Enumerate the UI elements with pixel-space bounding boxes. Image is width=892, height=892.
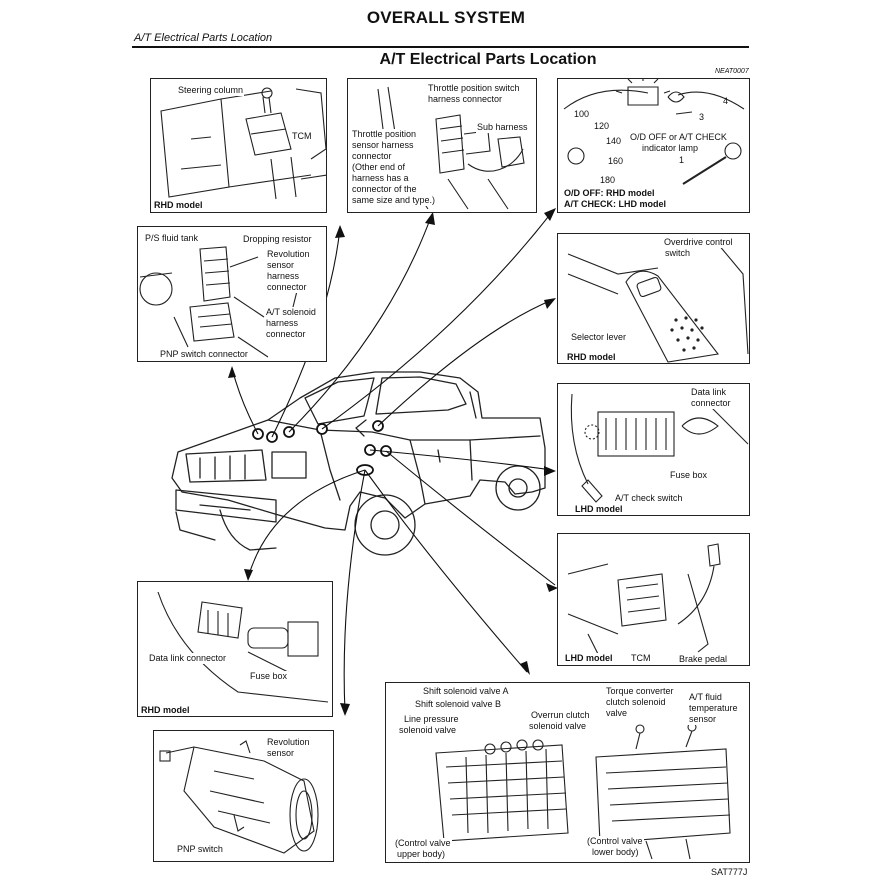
label-indicator-lamp-line1: O/D OFF or A/T CHECK	[629, 132, 728, 143]
selector-lever-illustration	[567, 243, 749, 363]
label-line: A/T solenoid	[266, 307, 316, 317]
label-dropping-resistor: Dropping resistor	[242, 234, 313, 245]
label-overrun-clutch-line2: solenoid valve	[528, 721, 588, 732]
section-subtitle: A/T Electrical Parts Location	[134, 32, 273, 44]
model-label: LHD model	[574, 504, 624, 515]
model-label: RHD model	[140, 705, 191, 716]
note-at-check: A/T CHECK: LHD model	[564, 199, 666, 209]
section-title: OVERALL SYSTEM	[366, 8, 526, 27]
label-line: connector	[267, 282, 307, 292]
page-title: A/T Electrical Parts Location	[379, 51, 597, 68]
label-revolution-sensor-line1: Revolution	[266, 737, 311, 748]
label-tcm: TCM	[291, 131, 313, 142]
reference-code-top: NEAT0007	[715, 68, 749, 75]
tcm-brake-illustration	[567, 543, 721, 663]
panel-data-link-rhd: Data link connector Fuse box RHD model	[137, 581, 333, 717]
label-overdrive-switch-line1: Overdrive control	[663, 237, 734, 248]
label-line: valve	[606, 708, 628, 718]
note-od-off: O/D OFF: RHD model	[564, 188, 655, 198]
label-overrun-clutch-line1: Overrun clutch	[530, 710, 591, 721]
label-line: same size and type.)	[352, 195, 436, 205]
gauge-tick: 1	[679, 155, 685, 165]
gauge-tick: 3	[699, 112, 705, 122]
label-tps-connector-line2: harness connector	[428, 94, 503, 104]
fuse-box-lhd-illustration	[570, 393, 749, 503]
panel-combination-meter: 100 120 140 160 180 3 4 1 O/D OFF or A/T…	[557, 78, 750, 213]
reference-code-bottom: SAT777J	[711, 867, 748, 877]
gauge-tick: 160	[608, 156, 624, 166]
engine-compartment-illustration	[139, 246, 299, 358]
label-steering-column: Steering column	[177, 85, 245, 96]
label-line: Throttle position	[352, 129, 417, 139]
label-data-link-line2: connector	[690, 398, 732, 409]
label-line: Torque converter	[606, 686, 674, 696]
label-indicator-lamp-line2: indicator lamp	[641, 143, 700, 154]
label-lower-body-line1: (Control valve	[586, 836, 644, 847]
fuse-box-rhd-illustration	[157, 591, 329, 703]
label-selector-lever: Selector lever	[570, 332, 628, 343]
label-line: sensor	[689, 714, 717, 724]
panel-steering-column-tcm: Steering column TCM RHD model	[150, 78, 327, 213]
label-line: clutch solenoid	[606, 697, 666, 707]
panel-throttle-position: Throttle position switch harness connect…	[347, 78, 537, 213]
label-upper-body-line1: (Control valve	[394, 838, 452, 849]
gauge-tick: 180	[600, 175, 616, 185]
label-pnp-switch-connector: PNP switch connector	[159, 349, 249, 360]
model-label: LHD model	[564, 653, 614, 664]
label-revolution-sensor-line2: sensor	[266, 748, 296, 759]
label-ps-fluid-tank: P/S fluid tank	[144, 233, 200, 244]
label-line-pressure-line2: solenoid valve	[398, 725, 458, 736]
label-pnp-switch: PNP switch	[176, 844, 224, 855]
label-tcm: TCM	[630, 653, 652, 664]
label-tps-connector-line1: Throttle position switch	[428, 83, 520, 93]
model-label: RHD model	[566, 352, 617, 363]
steering-column-illustration	[160, 87, 326, 200]
label-line: connector of the	[352, 184, 417, 194]
label-line: Revolution	[267, 249, 310, 259]
label-line: sensor harness	[352, 140, 414, 150]
label-line: sensor	[267, 260, 295, 270]
gauge-tick: 140	[606, 136, 622, 146]
transmission-illustration	[159, 740, 319, 854]
label-line: harness has a	[352, 173, 409, 183]
panel-transmission: Revolution sensor PNP switch	[153, 730, 334, 862]
label-fuse-box: Fuse box	[249, 671, 289, 682]
label-upper-body-line2: upper body)	[396, 849, 447, 860]
gauge-tick: 100	[574, 109, 590, 119]
label-line: A/T fluid	[689, 692, 722, 702]
label-shift-solenoid-a: Shift solenoid valve A	[422, 686, 510, 697]
label-line: (Other end of	[352, 162, 406, 172]
gauge-tick: 120	[594, 121, 610, 131]
panel-tcm-lhd: LHD model TCM Brake pedal	[557, 533, 750, 666]
panel-overdrive-switch: Overdrive control switch Selector lever …	[557, 233, 750, 364]
label-line: connector	[352, 151, 392, 161]
gauge-tick: 4	[723, 96, 729, 106]
panel-engine-compartment: P/S fluid tank Dropping resistor Revolut…	[137, 226, 327, 362]
label-lower-body-line2: lower body)	[591, 847, 640, 858]
label-line: temperature	[689, 703, 738, 713]
label-line-pressure-line1: Line pressure	[403, 714, 460, 725]
control-valve-illustration	[435, 722, 731, 860]
label-shift-solenoid-b: Shift solenoid valve B	[414, 699, 503, 710]
label-fuse-box: Fuse box	[669, 470, 709, 481]
panel-control-valves: Shift solenoid valve A Shift solenoid va…	[385, 682, 750, 863]
label-line: harness	[266, 318, 299, 328]
header-rule	[132, 46, 749, 48]
label-line: harness	[267, 271, 300, 281]
label-sub-harness: Sub harness	[476, 122, 529, 133]
label-overdrive-switch-line2: switch	[664, 248, 692, 259]
panel-data-link-lhd: Data link connector Fuse box A/T check s…	[557, 383, 750, 516]
label-data-link-connector: Data link connector	[148, 653, 228, 664]
label-at-check-switch: A/T check switch	[614, 493, 684, 504]
label-line: connector	[266, 329, 306, 339]
model-label: RHD model	[153, 200, 204, 211]
label-data-link-line1: Data link	[690, 387, 728, 398]
label-brake-pedal: Brake pedal	[678, 654, 729, 665]
